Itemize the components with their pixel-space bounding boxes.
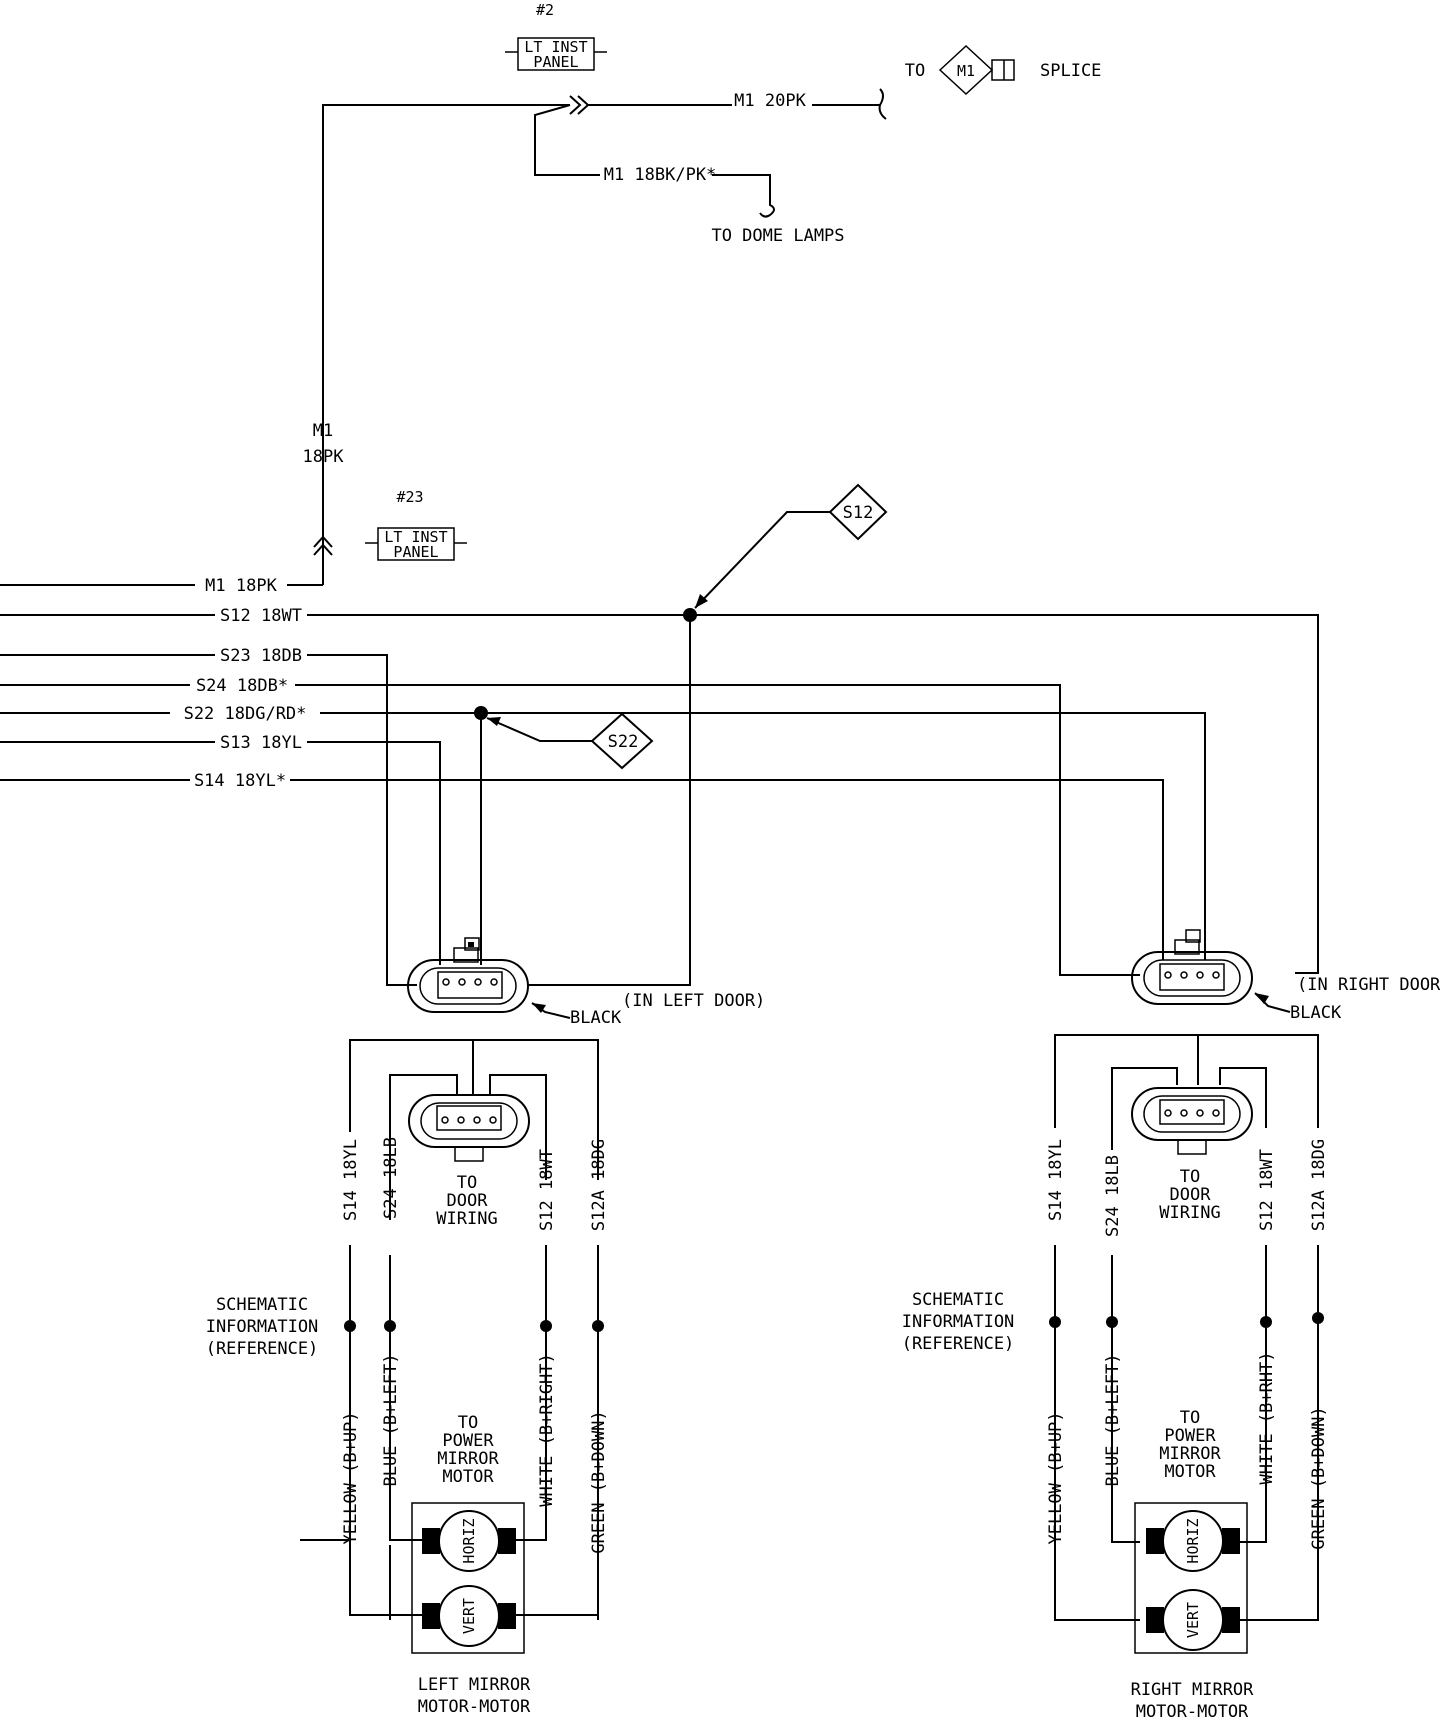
left-title-2: MOTOR-MOTOR xyxy=(418,1697,531,1717)
dome-branch-wire xyxy=(534,104,600,176)
right-vert-label: VERT xyxy=(1184,1602,1202,1638)
left-to-motor-3: MIRROR xyxy=(437,1449,499,1469)
left-wire-s12: S12 18WT xyxy=(537,1149,557,1231)
wire-label-s12: S12 18WT xyxy=(220,606,302,626)
right-mirror-motors xyxy=(1134,1502,1248,1654)
m1-20pk-label: M1 20PK xyxy=(734,91,806,111)
s12-splice-callout: S12 xyxy=(694,483,888,609)
left-schematic-2: INFORMATION xyxy=(206,1317,319,1337)
right-horiz-label: HORIZ xyxy=(1184,1518,1202,1563)
left-vert-label: VERT xyxy=(460,1598,478,1634)
right-to-door-3: WIRING xyxy=(1159,1203,1220,1223)
left-black-label: BLACK xyxy=(570,1008,622,1028)
mid-connector-ref: #23 xyxy=(396,488,423,506)
wire-label-s14: S14 18YL* xyxy=(194,771,286,791)
wire-bundle: M1 18PK S12 18WT S23 18DB S24 18DB* S22 … xyxy=(0,576,1319,986)
s22-splice-callout: S22 xyxy=(486,712,654,770)
top-panel-line2: PANEL xyxy=(533,53,578,71)
right-color-green: GREEN (B+DOWN) xyxy=(1309,1406,1329,1549)
right-to-door-1: TO xyxy=(1180,1167,1200,1187)
left-to-motor-4: MOTOR xyxy=(442,1467,494,1487)
left-wire-s24: S24 18LB xyxy=(381,1137,401,1219)
right-location-label: (IN RIGHT DOOR) xyxy=(1297,975,1440,995)
right-door-connector xyxy=(1131,929,1253,1005)
left-to-motor-2: POWER xyxy=(442,1431,494,1451)
to-dome-lamps-label: TO DOME LAMPS xyxy=(711,226,844,246)
right-to-motor-1: TO xyxy=(1180,1408,1200,1428)
left-to-door-1: TO xyxy=(457,1173,477,1193)
wire-label-s23: S23 18DB xyxy=(220,646,302,666)
right-schematic-1: SCHEMATIC xyxy=(912,1290,1004,1310)
m1-20pk-wire xyxy=(812,88,887,120)
dome-lamps-wire xyxy=(712,174,775,218)
top-panel-line1: LT INST xyxy=(524,38,587,56)
m1-splice-diamond: M1 xyxy=(938,44,1015,96)
right-title-2: MOTOR-MOTOR xyxy=(1136,1702,1249,1722)
right-to-motor-2: POWER xyxy=(1164,1426,1216,1446)
splice-label: SPLICE xyxy=(1040,61,1101,81)
right-wire-s14: S14 18YL xyxy=(1046,1139,1066,1221)
left-harness xyxy=(300,1039,604,1620)
right-to-door-2: DOOR xyxy=(1170,1185,1212,1205)
18pk-vertical-label: 18PK xyxy=(303,447,345,467)
left-wire-s14: S14 18YL xyxy=(341,1139,361,1221)
mid-lt-inst-panel: LT INST PANEL xyxy=(365,527,467,561)
m1-vertical-wire xyxy=(322,104,570,585)
wire-label-m1: M1 18PK xyxy=(205,576,277,596)
top-lt-inst-panel: LT INST PANEL xyxy=(505,37,607,71)
m1-vertical-label: M1 xyxy=(313,421,333,441)
svg-text:S12: S12 xyxy=(843,503,874,523)
left-schematic-3: (REFERENCE) xyxy=(206,1339,319,1359)
right-black-label: BLACK xyxy=(1290,1003,1342,1023)
right-color-blue: BLUE (B+LEFT) xyxy=(1103,1353,1123,1486)
right-schematic-2: INFORMATION xyxy=(902,1312,1015,1332)
right-color-white: WHITE (B+RHT) xyxy=(1257,1351,1277,1484)
right-to-motor-3: MIRROR xyxy=(1159,1444,1221,1464)
top-connector-chevron xyxy=(569,95,590,115)
left-color-green: GREEN (B+DOWN) xyxy=(589,1410,609,1553)
left-to-motor-1: TO xyxy=(458,1413,478,1433)
right-wire-s24: S24 18LB xyxy=(1103,1155,1123,1237)
s22-splice-dot xyxy=(474,706,488,720)
mid-panel-line2: PANEL xyxy=(393,543,438,561)
wire-label-s13: S13 18YL xyxy=(220,733,302,753)
top-connector-ref: #2 xyxy=(536,1,554,19)
right-schematic-3: (REFERENCE) xyxy=(902,1334,1015,1354)
s12-splice-dot xyxy=(683,608,697,622)
left-color-white: WHITE (B+RIGHT) xyxy=(537,1353,557,1507)
right-wire-s12: S12 18WT xyxy=(1257,1149,1277,1231)
left-to-door-2: DOOR xyxy=(447,1191,489,1211)
right-title-1: RIGHT MIRROR xyxy=(1131,1680,1255,1700)
wire-label-s24: S24 18DB* xyxy=(196,676,288,696)
left-horiz-label: HORIZ xyxy=(460,1518,478,1563)
mid-connector-chevron xyxy=(313,535,333,556)
left-mirror-motors xyxy=(411,1502,525,1654)
left-to-door-3: WIRING xyxy=(436,1209,497,1229)
to-label: TO xyxy=(905,61,925,81)
right-wire-s12a: S12A 18DG xyxy=(1309,1139,1329,1231)
svg-text:S22: S22 xyxy=(608,732,639,752)
left-door-connector xyxy=(407,937,529,1013)
left-color-yellow: YELLOW (B+UP) xyxy=(341,1411,361,1544)
wire-label-s22: S22 18DG/RD* xyxy=(184,704,307,724)
left-title-1: LEFT MIRROR xyxy=(418,1675,531,1695)
svg-text:M1: M1 xyxy=(957,62,975,80)
right-to-motor-4: MOTOR xyxy=(1164,1462,1216,1482)
left-location-label: (IN LEFT DOOR) xyxy=(622,991,765,1011)
left-schematic-1: SCHEMATIC xyxy=(216,1295,308,1315)
right-color-yellow: YELLOW (B+UP) xyxy=(1046,1411,1066,1544)
m1-18bkpk-label: M1 18BK/PK* xyxy=(604,165,717,185)
mid-panel-line1: LT INST xyxy=(384,528,447,546)
left-color-blue: BLUE (B+LEFT) xyxy=(381,1353,401,1486)
left-wire-s12a: S12A 18DG xyxy=(589,1139,609,1231)
